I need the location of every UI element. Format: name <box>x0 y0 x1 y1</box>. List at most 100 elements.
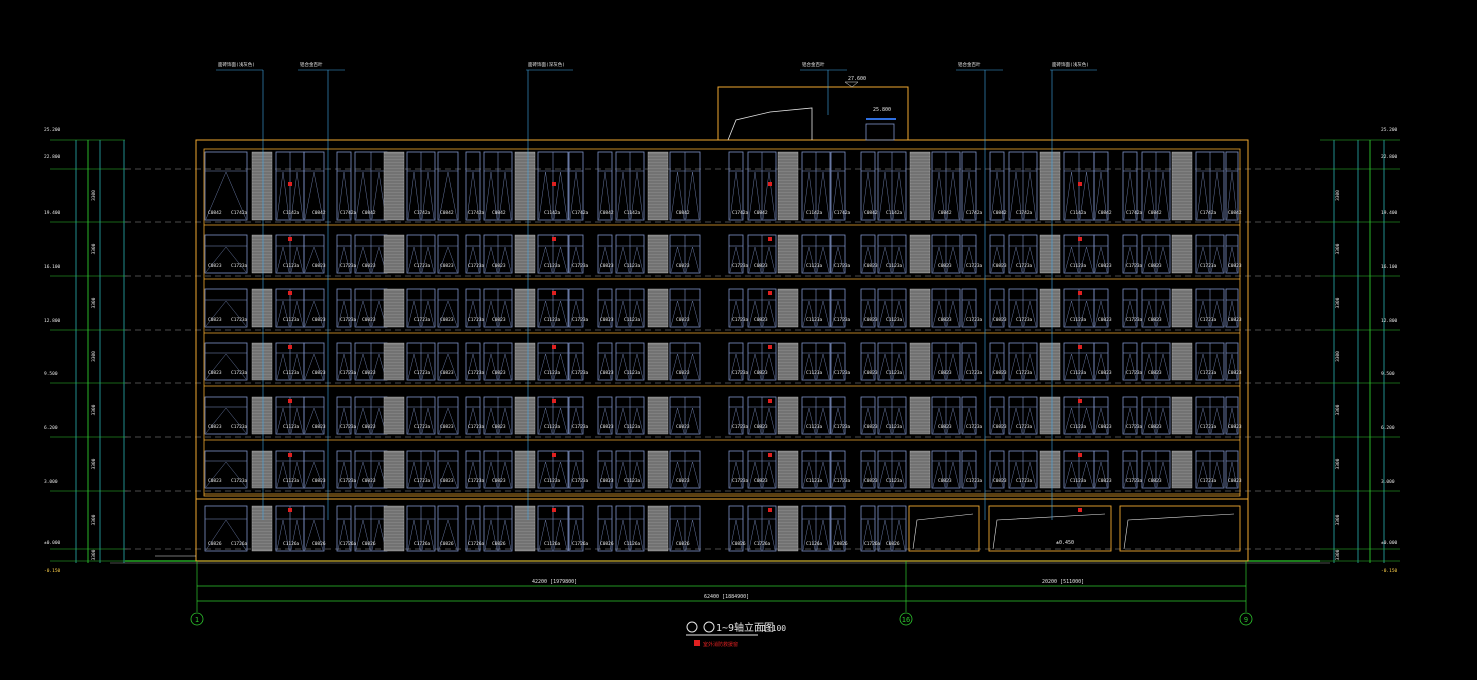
window-swing-line <box>205 519 227 551</box>
window-frame <box>336 342 352 381</box>
window-swing-line <box>630 461 638 488</box>
window-tag: C0826 <box>492 541 506 547</box>
window-swing-line <box>816 461 824 488</box>
axis-bubble <box>899 612 913 626</box>
window-tag: C0823 <box>864 370 878 376</box>
window-swing-line <box>1029 171 1037 220</box>
window-swing-line <box>371 407 380 434</box>
window-swing-line <box>837 246 845 273</box>
window-swing-line <box>1231 300 1238 327</box>
window-tag: C1123a <box>624 263 641 269</box>
window-swing-line <box>816 353 824 380</box>
window-swing-line <box>938 407 946 434</box>
window-swing-line <box>304 519 315 551</box>
window-swing-line <box>413 171 421 220</box>
window-swing-line <box>932 246 940 273</box>
window-tag: C0823 <box>1148 263 1162 269</box>
window-swing-line <box>968 407 976 434</box>
window-swing-line <box>1210 246 1218 273</box>
louver-panel <box>251 151 273 221</box>
window-tag: C0826 <box>676 541 690 547</box>
window-tag: C1723a <box>966 478 983 484</box>
window-swing-line <box>1100 461 1108 488</box>
window-tag: C0823 <box>600 478 614 484</box>
window-frame <box>830 396 846 435</box>
window-swing-line <box>484 519 492 551</box>
window-swing-line <box>1231 407 1238 434</box>
window-swing-line <box>1023 246 1031 273</box>
window-frame <box>204 342 248 381</box>
window-swing-line <box>1142 353 1150 380</box>
window-swing-line <box>296 246 304 273</box>
window-swing-line <box>1100 171 1108 220</box>
window-swing-line <box>538 246 546 273</box>
window-swing-line <box>371 461 380 488</box>
window-frame <box>336 505 352 552</box>
window-swing-line <box>968 300 976 327</box>
window-swing-line <box>692 519 700 551</box>
window-swing-line <box>290 171 298 220</box>
window-swing-line <box>808 171 816 220</box>
window-swing-line <box>816 246 824 273</box>
window-swing-line <box>282 519 290 551</box>
dimension-text: 3300 <box>1335 190 1341 201</box>
window-swing-line <box>768 407 776 434</box>
window-swing-line <box>407 171 415 220</box>
window-tag: C0823 <box>1228 424 1242 430</box>
window-swing-line <box>427 519 435 551</box>
window-frame <box>860 342 876 381</box>
louver-panel <box>514 342 536 381</box>
window-tag: C0823 <box>492 370 506 376</box>
rescue-window-marker <box>1078 182 1082 186</box>
rescue-window-marker <box>768 453 772 457</box>
window-swing-line <box>337 246 345 273</box>
window-swing-line <box>932 300 940 327</box>
window-swing-line <box>438 246 449 273</box>
window-swing-line <box>447 353 458 380</box>
window-swing-line <box>1148 461 1156 488</box>
window-tag: C1123a <box>624 370 641 376</box>
louver-panel <box>647 288 669 328</box>
window-swing-line <box>735 519 743 551</box>
window-tag: C0823 <box>1228 370 1242 376</box>
window-swing-line <box>1148 171 1156 220</box>
window-swing-line <box>1023 171 1031 220</box>
window-frame <box>336 151 352 221</box>
window-swing-line <box>569 353 577 380</box>
window-swing-line <box>304 407 315 434</box>
window-swing-line <box>636 246 644 273</box>
rescue-window-marker <box>288 399 292 403</box>
window-tag: C0823 <box>440 478 454 484</box>
window-frame <box>830 234 846 274</box>
window-tag: C0823 <box>492 317 506 323</box>
window-swing-line <box>498 246 506 273</box>
window-swing-line <box>598 407 606 434</box>
window-swing-line <box>362 171 371 220</box>
window-swing-line <box>861 461 869 488</box>
window-tag: C0823 <box>1228 478 1242 484</box>
rescue-window-marker <box>288 182 292 186</box>
window-tag: C0823 <box>492 478 506 484</box>
window-swing-line <box>1148 246 1156 273</box>
window-frame <box>830 450 846 489</box>
louver-panel <box>251 505 273 552</box>
window-swing-line <box>990 246 998 273</box>
shopfront-bay <box>988 505 1112 552</box>
window-frame <box>303 151 325 221</box>
louver-panel <box>909 234 931 274</box>
window-tag: C0823 <box>754 424 768 430</box>
window-tag: C0842 <box>864 210 878 216</box>
window-swing-line <box>427 407 435 434</box>
window-swing-line <box>1196 461 1204 488</box>
callout-text: 铝合金百叶 <box>802 61 825 68</box>
window-tag: C1123a <box>544 370 561 376</box>
window-frame <box>597 234 613 274</box>
louver-panel <box>1039 342 1061 381</box>
window-tag: C0823 <box>993 370 1007 376</box>
window-swing-line <box>867 519 875 551</box>
window-swing-line <box>560 353 568 380</box>
window-frame <box>437 396 459 435</box>
window-tag: C1742a <box>732 210 749 216</box>
window-swing-line <box>282 407 290 434</box>
window-tag: C1742a <box>572 210 589 216</box>
